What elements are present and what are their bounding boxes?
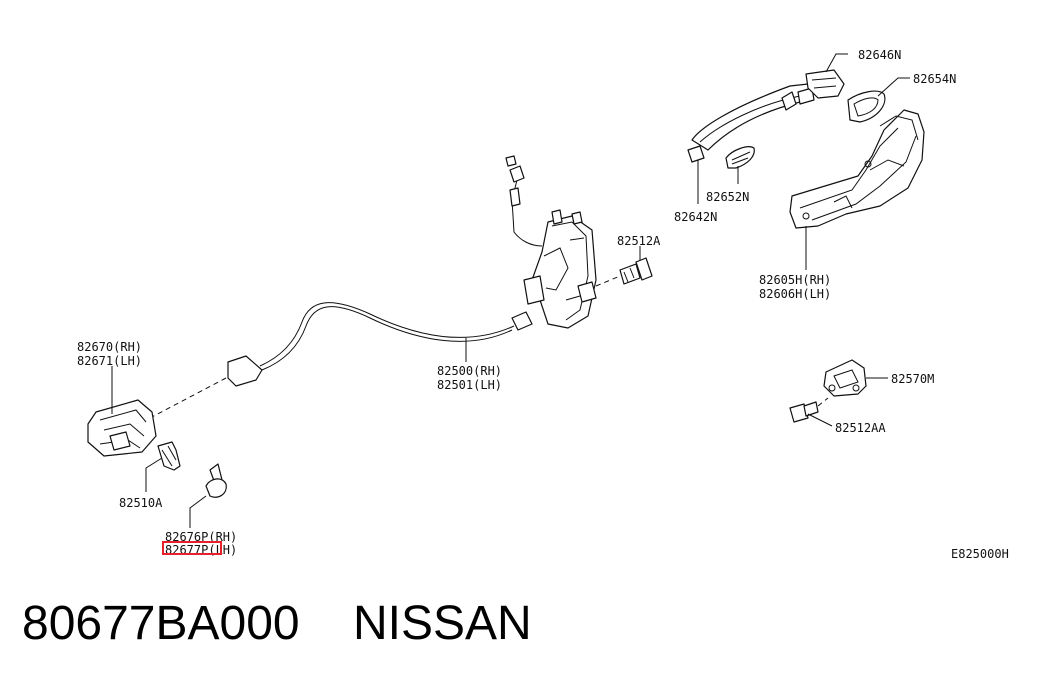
striker-82570M bbox=[823, 359, 867, 397]
label-82676P: 82676P(RH) bbox=[165, 530, 237, 544]
door-lock-actuator bbox=[511, 209, 597, 331]
diagram-reference-code: E825000H bbox=[951, 547, 1009, 561]
label-82501: 82501(LH) bbox=[437, 378, 502, 392]
label-82605H: 82605H(RH) bbox=[759, 273, 831, 287]
screw-82510A bbox=[157, 441, 181, 471]
cap-82676P bbox=[205, 463, 227, 498]
label-82510A: 82510A bbox=[119, 496, 163, 510]
screw-82512AA bbox=[789, 401, 819, 423]
highlight-box-82677P bbox=[162, 541, 222, 555]
lock-rod bbox=[505, 155, 543, 247]
inside-handle-82670 bbox=[87, 399, 157, 457]
label-82500: 82500(RH) bbox=[437, 364, 502, 378]
parts-diagram: 82646N 82654N 82652N 82642N 82512A 82605… bbox=[77, 48, 1009, 561]
part-caption: 80677BA000 NISSAN bbox=[22, 596, 532, 651]
label-82671: 82671(LH) bbox=[77, 354, 142, 368]
label-82646N: 82646N bbox=[858, 48, 901, 62]
label-82606H: 82606H(LH) bbox=[759, 287, 831, 301]
label-82512AA: 82512AA bbox=[835, 421, 886, 435]
label-82654N: 82654N bbox=[913, 72, 956, 86]
frame-82605H bbox=[789, 109, 925, 229]
gasket-82652N bbox=[725, 146, 755, 169]
screw-82512A bbox=[619, 257, 653, 285]
outside-handle-82642N bbox=[687, 83, 815, 163]
brand-name: NISSAN bbox=[352, 597, 532, 650]
label-82652N: 82652N bbox=[706, 190, 749, 204]
label-82670: 82670(RH) bbox=[77, 340, 142, 354]
inside-handle-cable bbox=[227, 302, 515, 387]
label-82570M: 82570M bbox=[891, 372, 934, 386]
label-82642N: 82642N bbox=[674, 210, 717, 224]
label-82512A: 82512A bbox=[617, 234, 661, 248]
part-number: 80677BA000 bbox=[22, 597, 300, 650]
gasket-82654N bbox=[847, 90, 886, 123]
handle-cap-82646N bbox=[805, 69, 845, 99]
